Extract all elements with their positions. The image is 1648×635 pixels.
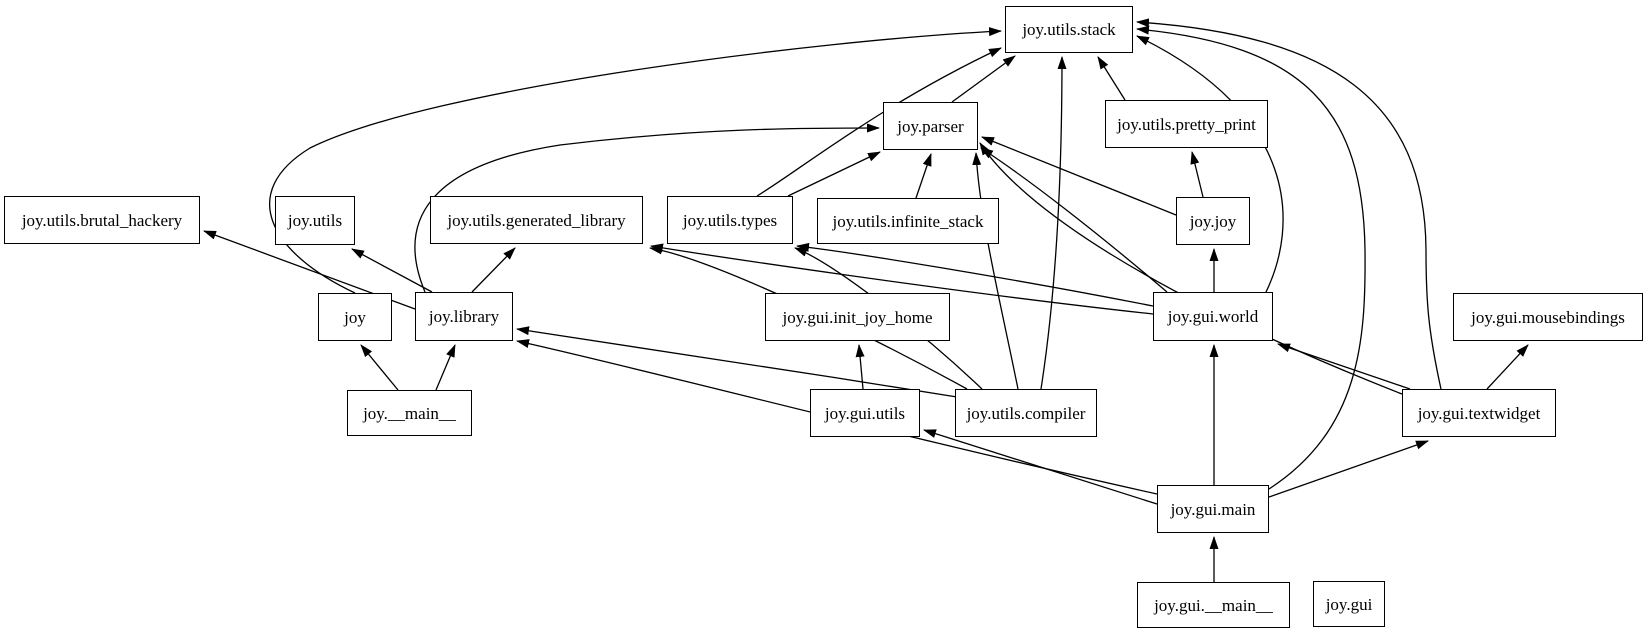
node-gui: joy.gui	[1313, 581, 1385, 627]
node-world: joy.gui.world	[1153, 292, 1273, 341]
node-joy: joy	[318, 293, 392, 341]
node-types: joy.utils.types	[667, 196, 793, 244]
edge-compiler-to-parser	[972, 152, 1019, 390]
edge-library-to-parser	[414, 123, 880, 293]
edge-joy-to-stack	[269, 27, 1002, 294]
edge-textwidget-to-stack	[1136, 18, 1442, 390]
node-compiler: joy.utils.compiler	[955, 389, 1097, 437]
node-joy_main: joy.__main__	[347, 390, 472, 436]
node-pretty_print: joy.utils.pretty_print	[1105, 100, 1268, 148]
edge-gui_main-to-textwidget	[1268, 440, 1429, 498]
edge-textwidget-to-mousebindings	[1486, 344, 1529, 390]
edge-compiler-to-library	[516, 326, 958, 398]
node-parser: joy.parser	[883, 102, 978, 150]
edge-pretty_print-to-stack	[1097, 56, 1126, 101]
node-mousebindings: joy.gui.mousebindings	[1453, 293, 1643, 341]
node-init_joy_home: joy.gui.init_joy_home	[765, 293, 950, 341]
edge-infinite_stack-to-parser	[915, 153, 932, 199]
edge-gui_main-to-gui_utils	[923, 429, 1158, 505]
edge-parser-to-stack	[951, 55, 1016, 103]
node-library: joy.library	[415, 292, 513, 341]
edge-library-to-utils	[351, 248, 433, 293]
edge-world-to-parser	[980, 147, 1168, 293]
node-stack: joy.utils.stack	[1005, 6, 1133, 53]
edge-gui_main-to-stack	[1136, 25, 1366, 490]
edge-types-to-parser	[787, 151, 881, 197]
node-joyjoy: joy.joy	[1176, 197, 1250, 245]
edge-joy_main-to-library	[435, 344, 456, 391]
edge-joy_main-to-joy	[360, 344, 399, 391]
edge-world-to-types	[796, 242, 1154, 307]
node-textwidget: joy.gui.textwidget	[1402, 389, 1556, 437]
edge-joyjoy-to-parser	[981, 136, 1177, 216]
edge-joyjoy-to-pretty_print	[1190, 151, 1204, 198]
edge-world-to-stack	[1136, 35, 1284, 293]
edge-compiler-to-stack	[1040, 56, 1067, 390]
edge-world-to-generated_library	[650, 243, 1154, 315]
node-gui_main_main: joy.gui.__main__	[1137, 582, 1290, 628]
edge-types-to-stack	[756, 47, 1002, 197]
edge-textwidget-to-parser	[979, 142, 1403, 395]
edge-gui_utils-to-init_joy_home	[855, 344, 865, 390]
node-utils: joy.utils	[275, 196, 355, 245]
node-gui_main: joy.gui.main	[1157, 485, 1269, 533]
edge-library-to-generated_library	[471, 247, 516, 293]
node-brutal_hackery: joy.utils.brutal_hackery	[4, 196, 200, 244]
node-infinite_stack: joy.utils.infinite_stack	[817, 198, 999, 244]
node-generated_library: joy.utils.generated_library	[430, 196, 643, 244]
node-gui_utils: joy.gui.utils	[810, 389, 920, 437]
